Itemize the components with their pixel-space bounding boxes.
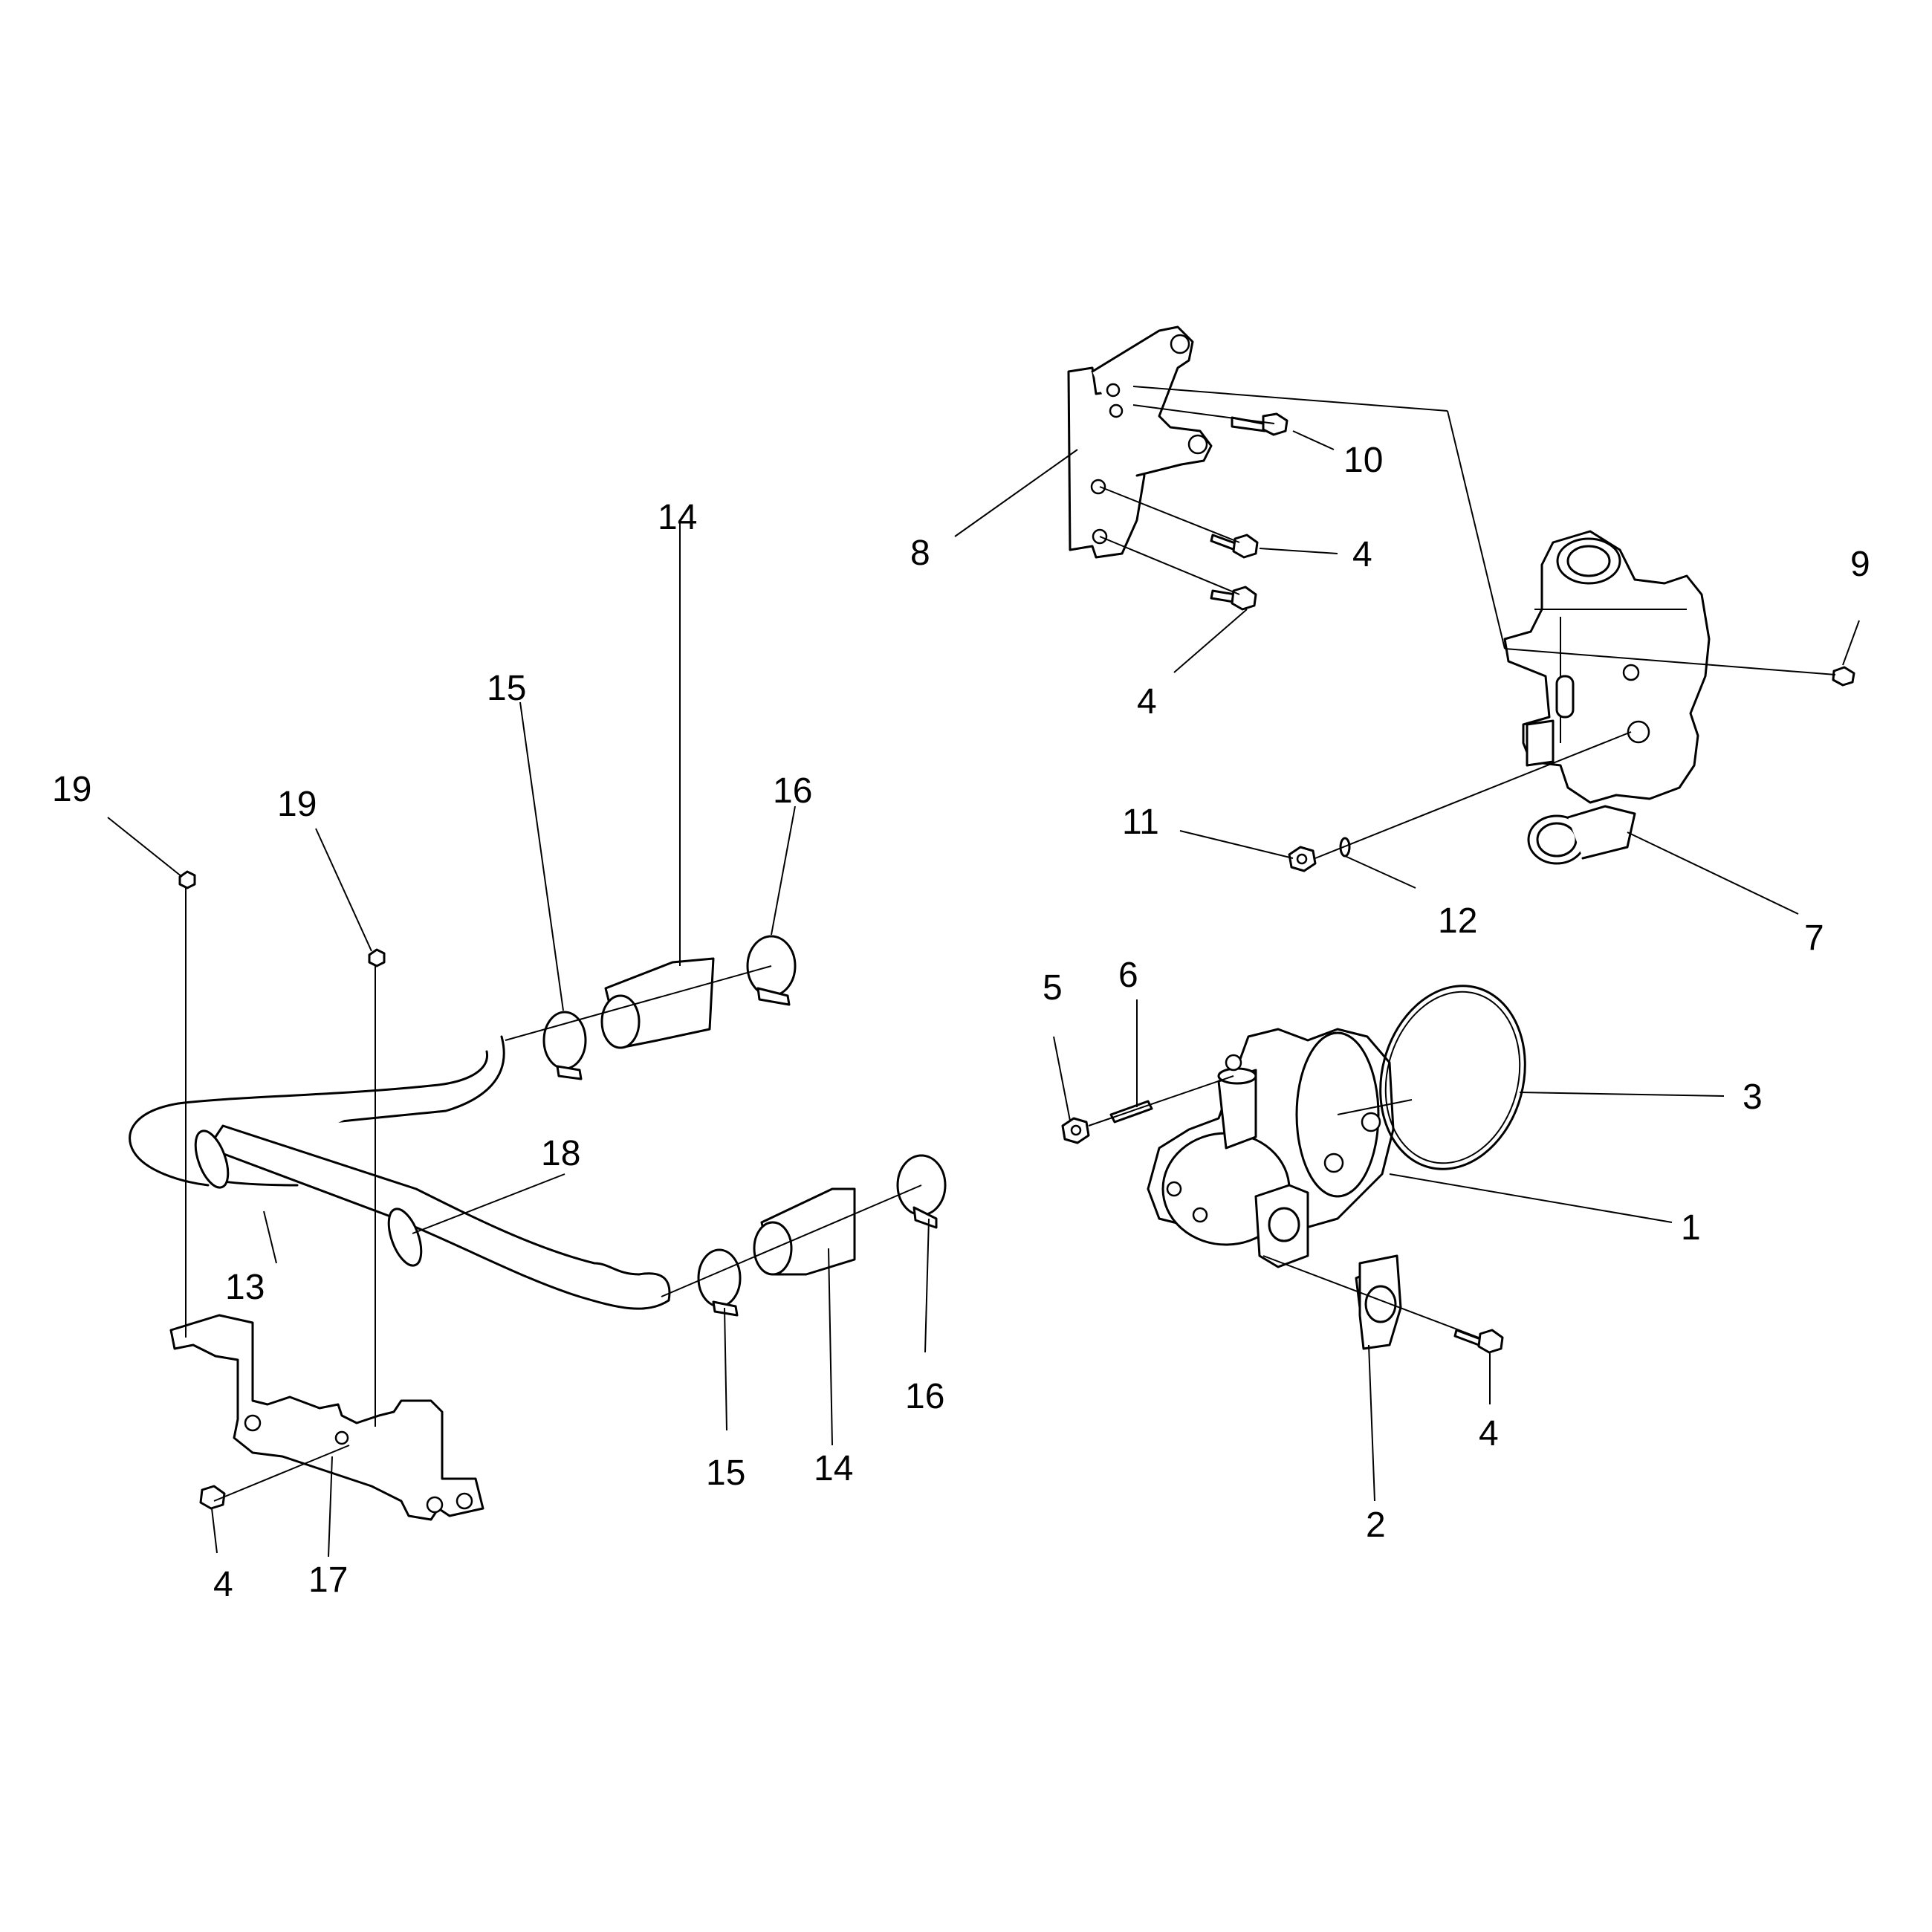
callout-3: 3 (1743, 1077, 1763, 1117)
callout-6: 6 (1118, 956, 1138, 995)
callout-17: 17 (308, 1560, 348, 1600)
clip-nut (178, 870, 196, 889)
callout-19-left: 19 (52, 770, 91, 809)
bolt (1210, 586, 1257, 611)
hose-clamp (542, 1011, 587, 1080)
callout-18: 18 (541, 1134, 580, 1173)
thermostat-housing (1503, 530, 1711, 865)
callout-13: 13 (225, 1268, 265, 1307)
leader-lines (107, 386, 1860, 1557)
mounting-bracket (1067, 325, 1213, 559)
hose-clamp (697, 1248, 742, 1317)
bolt (1453, 1329, 1504, 1354)
support-bracket (169, 1314, 484, 1521)
callout-19-right: 19 (277, 785, 317, 824)
callout-14-upper: 14 (658, 498, 697, 537)
callout-11: 11 (1122, 803, 1159, 842)
callout-5: 5 (1043, 968, 1063, 1008)
bolt (1231, 412, 1288, 436)
callout-4-pump: 4 (1479, 1414, 1499, 1453)
clip-nut (368, 948, 386, 967)
callout-1: 1 (1681, 1208, 1701, 1248)
callout-9: 9 (1850, 545, 1870, 584)
callout-16-upper: 16 (773, 771, 812, 811)
o-ring-inner (1384, 991, 1521, 1164)
hose-clamp (896, 1154, 947, 1229)
o-ring (1379, 985, 1526, 1170)
callout-2: 2 (1366, 1505, 1386, 1545)
callout-15-lower: 15 (706, 1453, 745, 1493)
callout-12: 12 (1438, 901, 1477, 941)
bolt (1832, 666, 1855, 687)
bolt (199, 1485, 226, 1510)
gasket (1355, 1254, 1402, 1350)
callout-4-top: 4 (1352, 535, 1372, 574)
nut (1288, 846, 1317, 872)
callout-7: 7 (1804, 918, 1824, 958)
callout-4-mid: 4 (1137, 682, 1157, 722)
bolt (1210, 534, 1259, 559)
hose (129, 1035, 671, 1310)
callout-8: 8 (910, 534, 930, 573)
callout-10: 10 (1343, 441, 1383, 480)
hose-clamp (746, 935, 797, 1006)
callout-16-lower: 16 (905, 1377, 944, 1416)
hose-connector (753, 1187, 856, 1276)
hose-connector (600, 957, 715, 1049)
callouts: 1 2 3 4 4 4 4 5 6 7 8 9 10 11 12 13 14 1… (52, 441, 1870, 1604)
callout-4-left: 4 (213, 1565, 233, 1604)
callout-15-upper: 15 (487, 669, 526, 708)
callout-14-lower: 14 (814, 1449, 853, 1488)
water-pump (1147, 1028, 1395, 1268)
nut (1061, 1117, 1090, 1144)
